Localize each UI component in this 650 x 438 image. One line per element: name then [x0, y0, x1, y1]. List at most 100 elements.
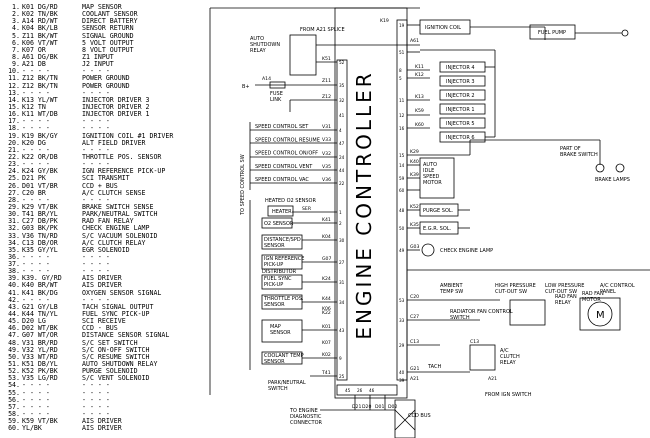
pin-tag: 16 [399, 126, 405, 131]
circuit-k29: K29 [410, 149, 419, 155]
pin-n: 38. [8, 267, 20, 276]
pin-tag: 31 [339, 280, 345, 285]
pin-tag: 45 [345, 388, 351, 393]
pin-code: K20 DG [22, 138, 46, 147]
circuit-a21r: A21 [488, 376, 497, 382]
pin-n: 3. [12, 17, 20, 26]
pin-row: 38.- - - -- - - - [4, 268, 209, 275]
auto-shutdown-relay [289, 34, 317, 76]
pin-tag: 12 [399, 113, 405, 118]
label-auto-shutdown-relay: RELAY [250, 48, 267, 54]
pin-n: 13. [8, 88, 20, 97]
circuit-g07: G07 [322, 256, 331, 262]
label-ccd-bus: CCD BUS [408, 413, 431, 419]
pin-func: - - - - [82, 124, 110, 133]
pin-func: POWER GROUND [82, 74, 130, 83]
pin-n: 23. [8, 160, 20, 169]
label-ign-reference: PICK-UP [264, 262, 283, 268]
pin-code: K29 VT/BK [22, 202, 58, 211]
pin-func: AIS DRIVER [82, 417, 122, 426]
label-injector: INJECTOR 4 [446, 65, 475, 71]
circuit-k06: K06 [322, 306, 331, 312]
pin-func: - - - - [82, 402, 110, 411]
ac-clutch-relay [469, 344, 496, 371]
pin-tag: 29 [399, 343, 405, 348]
label-coolant-temp: SENSOR [264, 359, 285, 365]
pin-n: 54. [8, 381, 20, 390]
pin-tag: 51 [399, 50, 405, 55]
pin-code: D21 PK [22, 174, 46, 183]
fuel-pump-box [529, 24, 576, 40]
pin-func: - - - - [82, 410, 110, 419]
label-to-engine-diag: TO ENGINE [289, 408, 318, 414]
pin-n: 7. [12, 45, 20, 54]
pin-func: COOLANT SENSOR [82, 10, 138, 19]
pin-tag: 27 [339, 260, 345, 265]
pin-code: - - - - [22, 295, 50, 304]
pin-func: - - - - [82, 160, 110, 169]
pin-n: 44. [8, 310, 20, 319]
pin-code: Z12 BK/TN [22, 74, 58, 83]
pin-tag: 25 [339, 374, 345, 379]
pin-n: 17. [8, 117, 20, 126]
label-from-ign-switch: FROM IGN SWITCH [485, 392, 532, 398]
label-speed-control: SPEED CONTROL VENT [255, 164, 313, 170]
pin-n: 45. [8, 317, 20, 326]
label-egr-sol: E.G.R. SOL. [423, 226, 452, 232]
pin-func: AIS DRIVER [82, 281, 122, 290]
pin-n: 24. [8, 167, 20, 176]
pin-n: 58. [8, 410, 20, 419]
pin-row: 56.- - - -- - - - [4, 396, 209, 404]
label-coolant-temp: COOLANT TEMP [264, 353, 304, 359]
pin-code: - - - - [22, 88, 50, 97]
pin-n: 40. [8, 281, 20, 290]
circuit-a21: A21 [410, 376, 419, 382]
pin-tag: 50 [399, 226, 405, 231]
pin-code: - - - - [22, 145, 50, 154]
pin-code: - - - - [22, 267, 50, 276]
pin-tag: 39 [399, 378, 405, 383]
label-fuel-pump: FUEL PUMP [538, 30, 566, 36]
pin-n: 42. [8, 295, 20, 304]
label-ac-clutch-relay: RELAY [500, 360, 517, 366]
circuit-v33: V33 [322, 137, 331, 143]
pin-code: C27 DB/PK [22, 217, 58, 226]
circuit-k19: K19 [380, 18, 389, 24]
pin-func: ALT FIELD DRIVER [82, 138, 146, 147]
circuit-a14: A14 [262, 76, 271, 82]
pin-func: S/C VACUUM SOLENOID [82, 231, 158, 240]
pin-n: 6. [12, 38, 20, 47]
label-part-of-brake-switch: BRAKE SWITCH [560, 152, 598, 158]
pin-code: D02 WT/BK [22, 324, 58, 333]
pin-n: 1. [12, 3, 20, 11]
circuit-k24: K24 [322, 276, 331, 282]
pin-n: 50. [8, 352, 20, 361]
circuit-v32: V32 [322, 151, 331, 157]
pin-n: 26. [8, 181, 20, 190]
label-ais-motor: AUTO [423, 162, 437, 168]
label-low-pressure: CUT-OUT SW [545, 289, 577, 295]
pin-code: - - - - [22, 260, 50, 269]
pin-func: - - - - [82, 295, 110, 304]
pin-n: 21. [8, 145, 20, 154]
pin-code: K22 OR/DB [22, 152, 58, 161]
pin-code: Z12 BK/TN [22, 81, 58, 90]
pin-code: K51 DB/YL [22, 360, 58, 369]
pin-n: 47. [8, 331, 20, 340]
pin-func: FUEL SYNC PICK-UP [82, 310, 150, 319]
label-ais-motor: MOTOR [423, 180, 442, 186]
label-ais-motor: IDLE [423, 168, 434, 174]
label-tach: TACH [427, 364, 441, 370]
pin-func: - - - - [82, 388, 110, 397]
